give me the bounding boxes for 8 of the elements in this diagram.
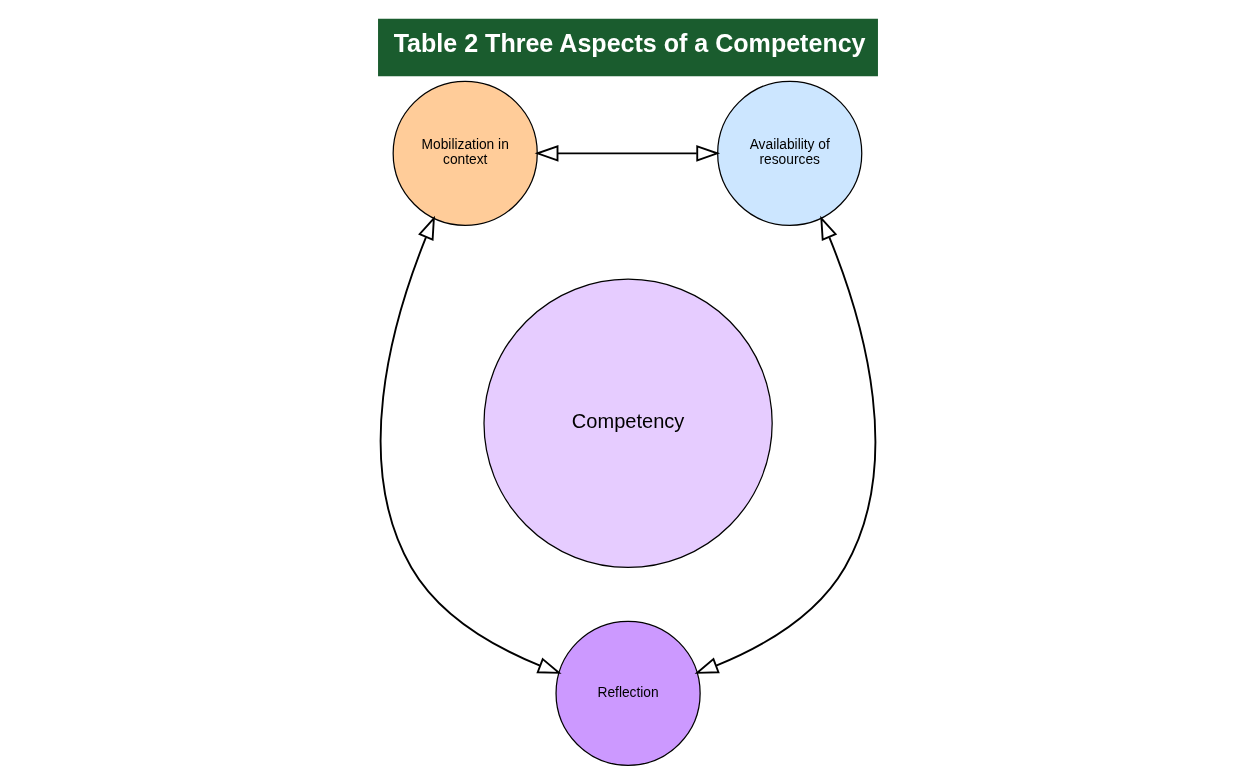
diagram-title: Table 2 Three Aspects of a Competency (393, 29, 866, 58)
node-circle: Competency (482, 278, 773, 569)
arrow (694, 215, 876, 674)
node-circle: Mobilization in context (392, 80, 538, 226)
arrow (379, 215, 562, 674)
node-circle: Availability of resources (716, 80, 862, 226)
node-circle: Reflection (554, 620, 701, 766)
arrow (534, 144, 720, 162)
